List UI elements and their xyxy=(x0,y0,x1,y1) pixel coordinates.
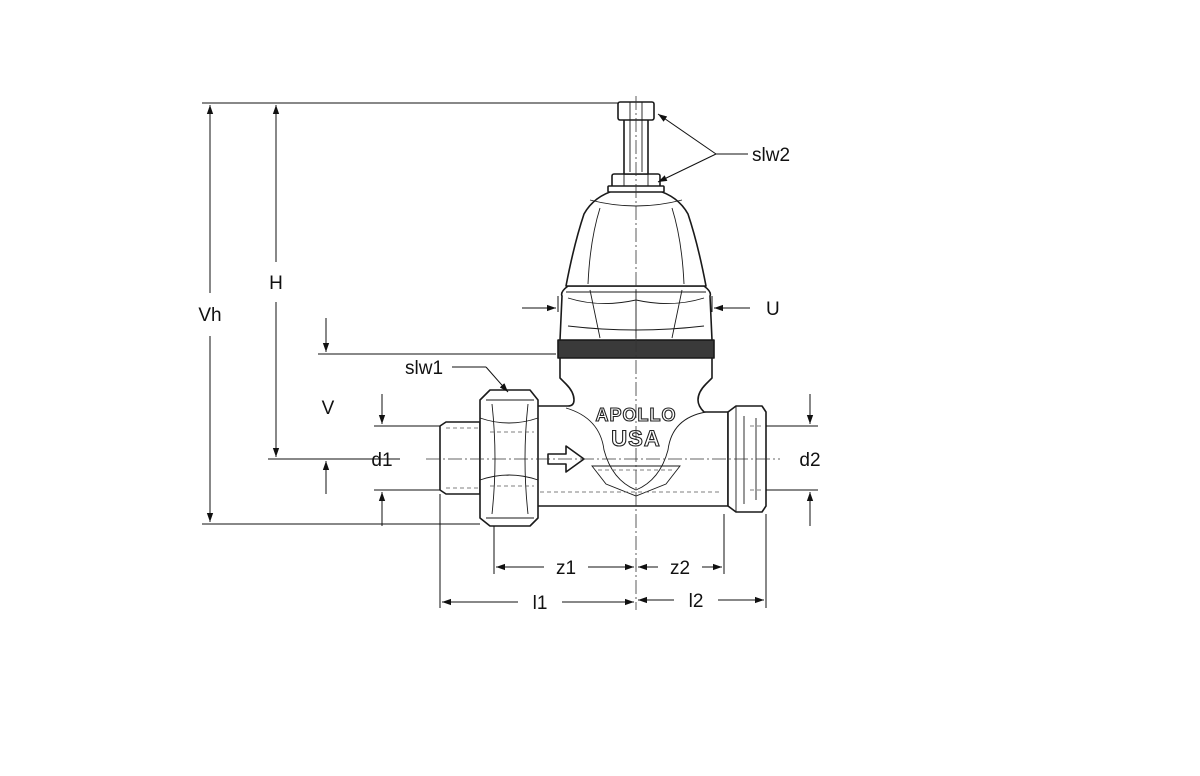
brand-line-2: USA xyxy=(611,426,660,451)
spring-housing xyxy=(557,101,715,359)
label-u: U xyxy=(766,299,780,320)
label-z2: z2 xyxy=(670,558,690,579)
dimension-lines xyxy=(206,105,814,606)
valve-body xyxy=(531,345,729,507)
label-slw1: slw1 xyxy=(405,358,443,379)
label-vh: Vh xyxy=(198,305,221,326)
label-l2: l2 xyxy=(689,591,704,612)
label-d1: d1 xyxy=(371,450,392,471)
label-z1: z1 xyxy=(556,558,576,579)
label-slw2: slw2 xyxy=(752,145,790,166)
union-nut xyxy=(439,389,539,527)
brand-line-1: APOLLO xyxy=(596,405,677,425)
dimension-labels: slw2 H Vh U slw1 V d1 d2 z1 z2 l1 l2 xyxy=(198,145,820,614)
label-v: V xyxy=(322,398,335,419)
label-l1: l1 xyxy=(533,593,548,614)
label-d2: d2 xyxy=(799,450,820,471)
label-h: H xyxy=(269,273,283,294)
leader-lines xyxy=(452,113,748,393)
extension-lines xyxy=(202,102,818,608)
center-lines xyxy=(426,96,780,610)
